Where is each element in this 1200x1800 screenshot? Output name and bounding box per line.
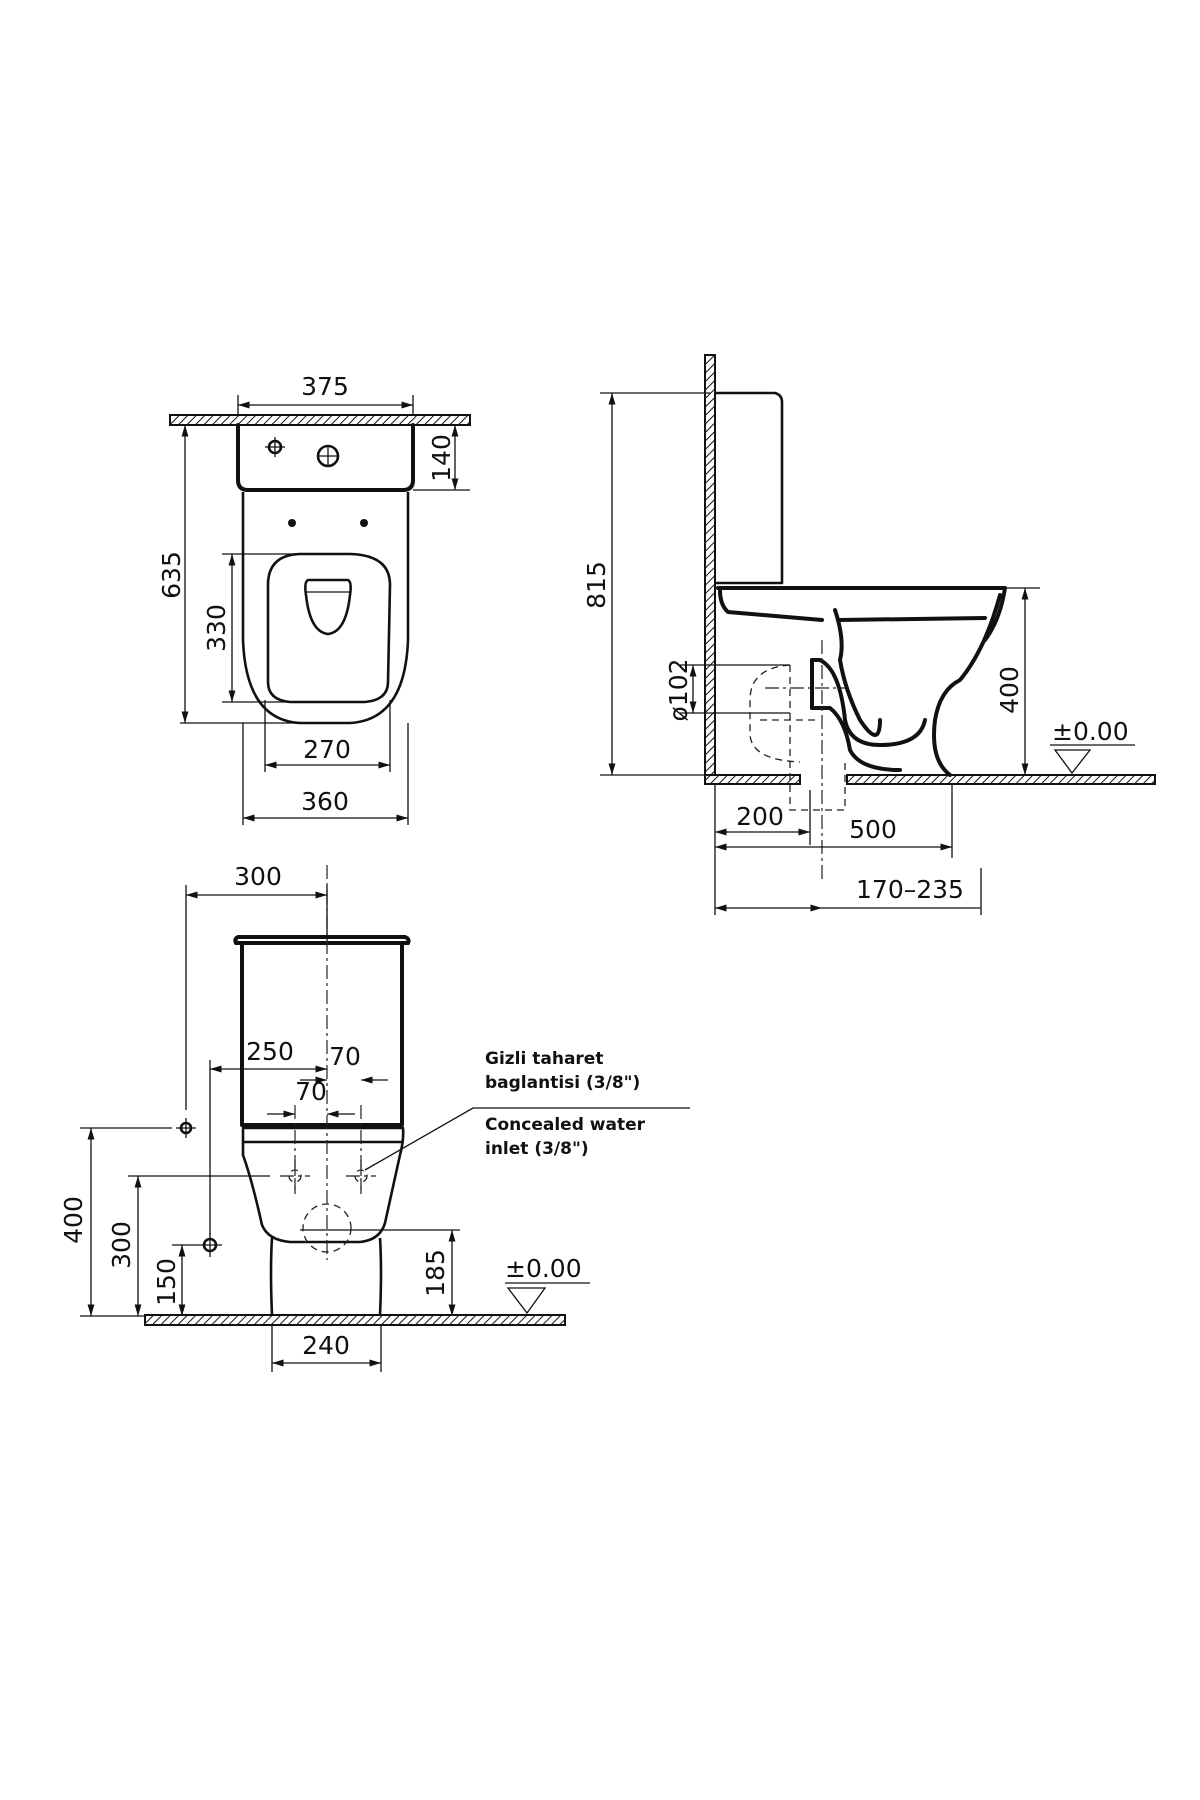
note-tr-line2: baglantisi (3/8") [485, 1073, 640, 1093]
note-en-line1: Concealed water [485, 1115, 646, 1135]
top-view: 375 140 635 330 270 360 [157, 372, 471, 825]
wall-hatch [169, 414, 471, 426]
outlet-pipe-dashed [749, 664, 846, 811]
tank-side-outline [716, 391, 784, 585]
dim-300-inlet: 300 [107, 1221, 136, 1269]
dim-815: 815 [582, 561, 611, 609]
dim-400-seat: 400 [995, 666, 1024, 714]
dim-330: 330 [202, 604, 231, 652]
bowl-outline [241, 492, 410, 725]
dim-170-235: 170–235 [856, 875, 964, 904]
bowl-body [833, 593, 1002, 777]
trapway [810, 658, 927, 772]
dim-70-upper: 70 [329, 1042, 361, 1071]
dim-150: 150 [152, 1258, 181, 1306]
front-view: 300 250 70 70 400 300 150 185 240 [59, 862, 690, 1372]
wall-hatch-vertical [704, 354, 716, 781]
dim-400-inlet: 400 [59, 1196, 88, 1244]
tank-hole-small [265, 437, 285, 457]
tank-front-outline [233, 935, 411, 1127]
dim-70-lower: 70 [295, 1077, 327, 1106]
dim-250: 250 [246, 1037, 294, 1066]
fixing-bolt-left [288, 519, 296, 527]
note-en-line2: inlet (3/8") [485, 1139, 589, 1159]
dim-635: 635 [157, 551, 186, 599]
dim-360: 360 [301, 787, 349, 816]
floor-level-label-front: ±0.00 [505, 1254, 582, 1283]
inlet-lower [198, 1233, 222, 1257]
bowl-rim [716, 586, 1007, 642]
tank-hole-flush [316, 444, 340, 468]
dim-140: 140 [427, 434, 456, 482]
dim-outlet-diameter: ø102 [664, 658, 693, 721]
dim-500: 500 [849, 815, 897, 844]
dim-300-tank: 300 [234, 862, 282, 891]
side-view: 815 ø102 400 ±0.00 200 500 170–235 [582, 354, 1156, 915]
inlet-upper [176, 1118, 196, 1138]
floor-hatch-front [144, 1314, 566, 1326]
dim-375: 375 [301, 372, 349, 401]
pedestal-outline [241, 1126, 405, 1244]
dim-200: 200 [736, 802, 784, 831]
seat-outline [266, 552, 392, 704]
seat-hinge [304, 578, 352, 636]
fixing-bolt-right [360, 519, 368, 527]
tank-outline [236, 423, 415, 492]
floor-level-label: ±0.00 [1052, 717, 1129, 746]
dim-240: 240 [302, 1331, 350, 1360]
floor-hatch-right [846, 774, 1156, 785]
note-tr-line1: Gizli taharet [485, 1049, 603, 1069]
dim-270: 270 [303, 735, 351, 764]
floor-hatch-left [704, 774, 801, 785]
dim-185: 185 [421, 1249, 450, 1297]
note-leader [364, 1107, 690, 1171]
